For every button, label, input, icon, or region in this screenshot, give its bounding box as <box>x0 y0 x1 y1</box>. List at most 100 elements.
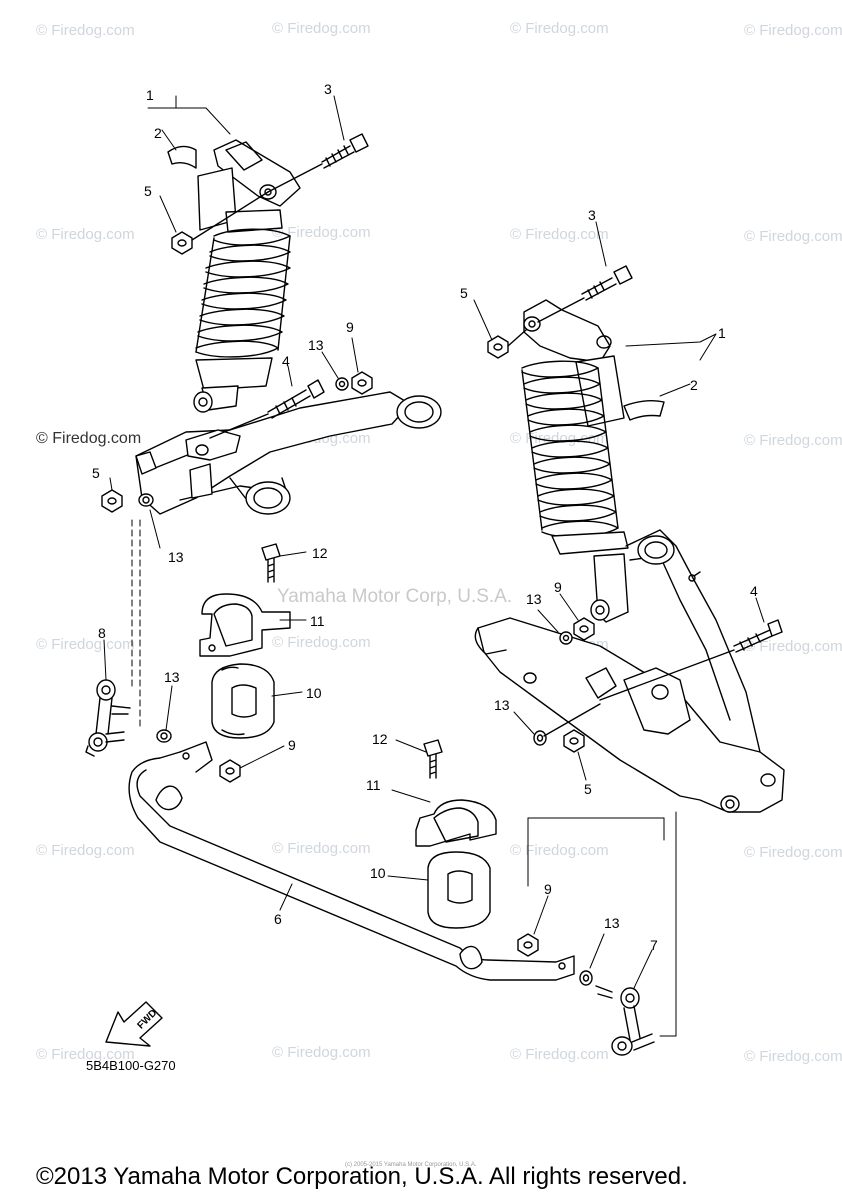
left-arm-washer <box>138 493 154 507</box>
watermark: © Firedog.com <box>272 20 371 37</box>
callout-9: 9 <box>346 319 354 335</box>
leader-5c <box>473 299 493 341</box>
callout-12: 12 <box>312 545 328 561</box>
callout-4: 4 <box>282 353 290 369</box>
callout-13: 13 <box>604 915 620 931</box>
left-link-rod <box>85 679 131 757</box>
left-upper-bolt <box>321 133 369 169</box>
callout-10: 10 <box>306 685 322 701</box>
leader-9c <box>559 593 579 621</box>
leader-1a <box>147 95 231 135</box>
left-lower-nut <box>351 371 373 395</box>
leader-7 <box>633 949 653 989</box>
leader-5b <box>109 477 113 491</box>
watermark: © Firedog.com <box>510 226 609 243</box>
left-bushing <box>211 663 275 739</box>
left-bracket <box>199 593 291 657</box>
fine-print: (c) 2005-2015 Yamaha Motor Corporation, … <box>345 1162 477 1168</box>
right-shock-absorber <box>521 299 665 623</box>
watermark: © Firedog.com <box>36 226 135 243</box>
leader-6 <box>279 883 293 911</box>
leader-13d <box>537 609 559 633</box>
callout-7: 7 <box>650 937 658 953</box>
right-rod-washer <box>579 970 593 986</box>
leader-4a <box>287 365 293 387</box>
leader-5a <box>159 195 177 233</box>
left-washer <box>335 377 349 391</box>
leader-11b <box>391 789 431 803</box>
watermark: © Firedog.com <box>744 844 842 861</box>
callout-2: 2 <box>690 377 698 393</box>
stabilizer-bar <box>128 741 575 981</box>
right-upper-bolt <box>581 265 633 301</box>
right-shock-washer <box>559 631 573 645</box>
watermark: © Firedog.com <box>744 432 842 449</box>
callout-8: 8 <box>98 625 106 641</box>
leader-13f <box>589 933 605 969</box>
leader-13a <box>321 351 339 379</box>
fwd-arrow-icon <box>105 1001 163 1047</box>
callout-13: 13 <box>526 591 542 607</box>
callout-10: 10 <box>370 865 386 881</box>
callout-13: 13 <box>308 337 324 353</box>
watermark: © Firedog.com <box>272 634 371 651</box>
watermark: © Firedog.com <box>510 842 609 859</box>
callout-13: 13 <box>494 697 510 713</box>
right-shock-nut <box>573 617 595 641</box>
leader-3b <box>595 221 607 267</box>
diagram-code: 5B4B100-G270 <box>86 1058 176 1073</box>
leader-13e <box>513 711 535 735</box>
leader-10a <box>271 691 303 697</box>
leader-9a <box>351 337 359 373</box>
leader-13c <box>165 685 173 731</box>
callout-1: 1 <box>146 87 154 103</box>
watermark: © Firedog.com <box>744 1048 842 1065</box>
leader-5d <box>577 751 587 781</box>
leader-4b <box>755 597 765 623</box>
left-shock-absorber <box>167 139 301 413</box>
callout-11: 11 <box>310 613 325 629</box>
callout-3: 3 <box>324 81 332 97</box>
callout-9: 9 <box>554 579 562 595</box>
leader-9d <box>533 895 549 935</box>
watermark: © Firedog.com <box>510 20 609 37</box>
copyright-notice: ©2013 Yamaha Motor Corporation, U.S.A. A… <box>36 1163 688 1190</box>
watermark-dark: © Firedog.com <box>36 430 142 447</box>
left-upper-nut <box>171 231 193 255</box>
watermark: © Firedog.com <box>272 840 371 857</box>
watermark: © Firedog.com <box>744 638 842 655</box>
callout-1: 1 <box>718 325 726 341</box>
callout-13: 13 <box>164 669 180 685</box>
right-arm-nut <box>563 729 585 753</box>
leader-13b <box>149 509 161 549</box>
callout-9: 9 <box>288 737 296 753</box>
right-upper-nut <box>487 335 509 359</box>
watermark: © Firedog.com <box>272 224 371 241</box>
leader-10b <box>387 875 429 881</box>
watermark: © Firedog.com <box>36 842 135 859</box>
yamaha-watermark: Yamaha Motor Corp, U.S.A. <box>277 586 513 607</box>
right-lower-bolt <box>733 619 783 653</box>
left-bracket-bolt <box>261 543 281 583</box>
leader-2a <box>161 129 177 151</box>
watermark: © Firedog.com <box>36 636 135 653</box>
callout-5: 5 <box>584 781 592 797</box>
watermark: © Firedog.com <box>36 1046 135 1063</box>
left-rod-nut <box>219 759 241 783</box>
leader-12b <box>395 739 427 753</box>
right-rod-nut <box>517 933 539 957</box>
callout-5: 5 <box>460 285 468 301</box>
leader-9b <box>239 745 285 769</box>
callout-6: 6 <box>274 911 282 927</box>
callout-11: 11 <box>366 777 381 793</box>
callout-13: 13 <box>168 549 184 565</box>
watermark: © Firedog.com <box>510 430 609 447</box>
left-rod-washer <box>156 729 172 743</box>
watermark: © Firedog.com <box>744 228 842 245</box>
right-bushing <box>427 851 491 929</box>
right-link-rod <box>595 985 655 1056</box>
leader-3a <box>333 95 345 141</box>
leader-1b <box>625 333 717 361</box>
callout-5: 5 <box>92 465 100 481</box>
